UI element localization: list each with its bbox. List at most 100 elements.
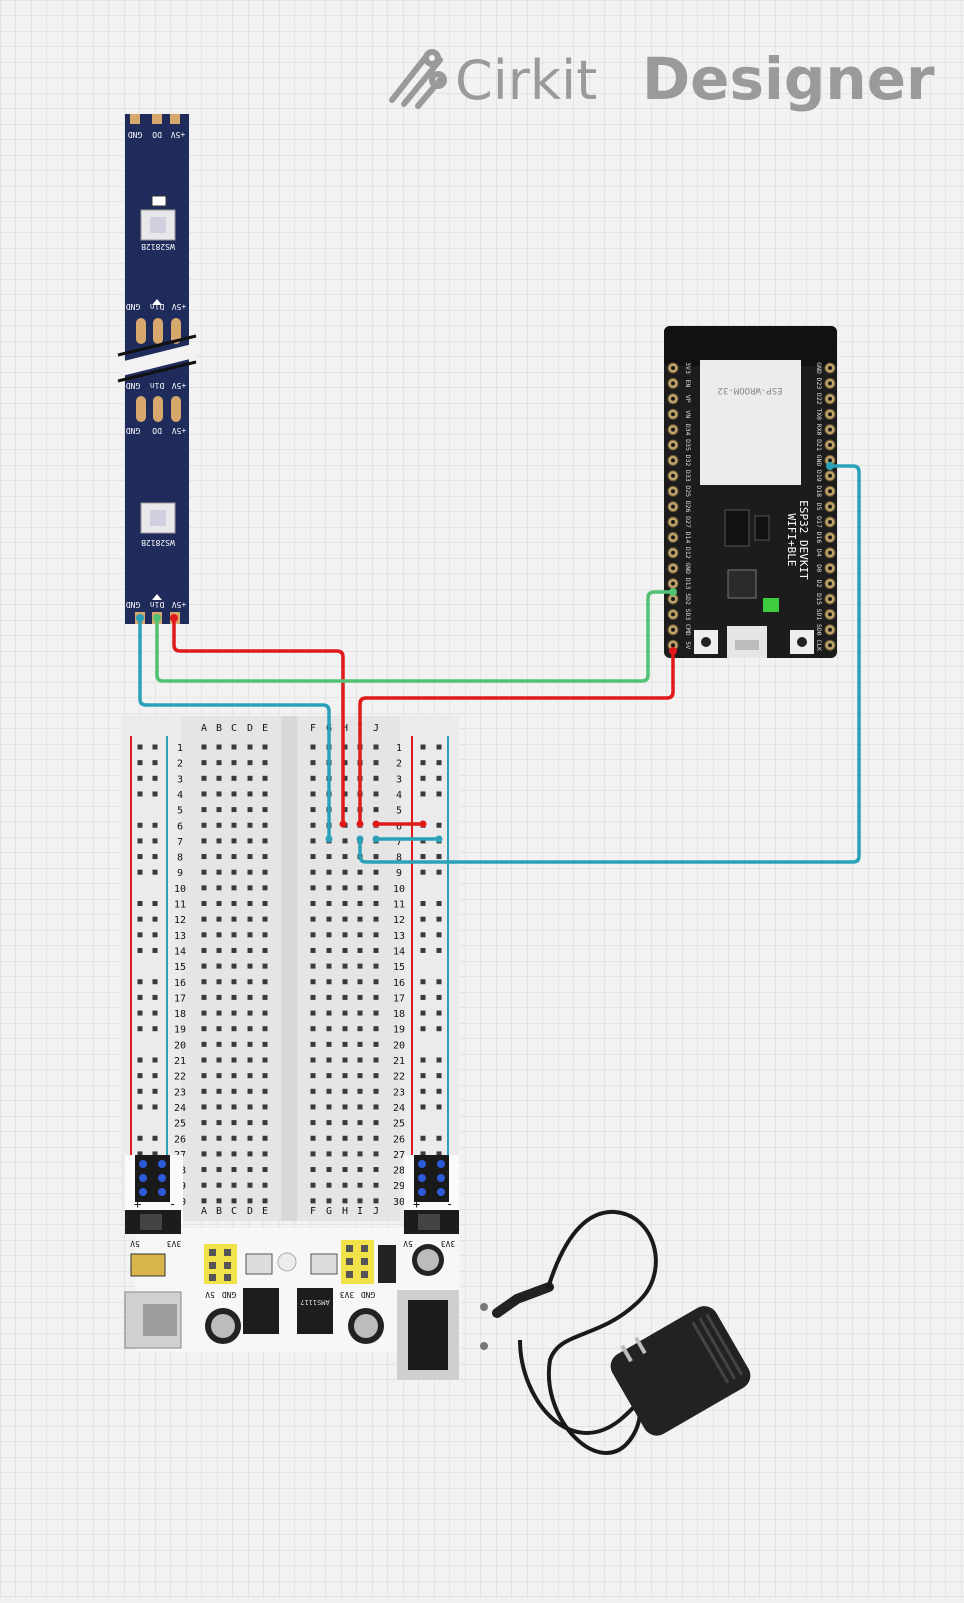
breadboard-hole[interactable]: [216, 1120, 222, 1126]
breadboard-hole[interactable]: [247, 1088, 253, 1094]
breadboard-hole[interactable]: [216, 885, 222, 891]
rail-hole[interactable]: [137, 979, 143, 985]
breadboard-hole[interactable]: [357, 1167, 363, 1173]
breadboard-hole[interactable]: [262, 854, 268, 860]
breadboard-hole[interactable]: [342, 744, 348, 750]
breadboard-hole[interactable]: [342, 1010, 348, 1016]
breadboard-hole[interactable]: [201, 760, 207, 766]
wire-strip-din-to-esp32[interactable]: [155, 590, 673, 683]
breadboard-hole[interactable]: [310, 822, 316, 828]
breadboard-hole[interactable]: [247, 1167, 253, 1173]
breadboard-hole[interactable]: [231, 807, 237, 813]
rail-hole[interactable]: [152, 1026, 158, 1032]
breadboard-hole[interactable]: [231, 885, 237, 891]
rail-hole[interactable]: [420, 1026, 426, 1032]
breadboard-hole[interactable]: [247, 854, 253, 860]
header-5v-gnd[interactable]: 5V GND: [204, 1244, 237, 1299]
breadboard-hole[interactable]: [262, 1120, 268, 1126]
jumper-block-left[interactable]: [135, 1155, 170, 1202]
breadboard-hole[interactable]: [262, 760, 268, 766]
rail-hole[interactable]: [420, 1057, 426, 1063]
esp32-devkit[interactable]: ESP-WROOM-32 ESP32 DEVKIT WIFI+BLE 3V3EN…: [664, 326, 837, 658]
breadboard-hole[interactable]: [216, 1104, 222, 1110]
breadboard-hole[interactable]: [373, 901, 379, 906]
breadboard-hole[interactable]: [262, 1088, 268, 1094]
breadboard-hole[interactable]: [231, 1057, 237, 1063]
breadboard-hole[interactable]: [373, 932, 379, 938]
breadboard-hole[interactable]: [216, 1167, 222, 1173]
breadboard-hole[interactable]: [231, 979, 237, 985]
jumper-block-right[interactable]: [414, 1155, 449, 1202]
breadboard-hole[interactable]: [231, 1198, 237, 1204]
breadboard-hole[interactable]: [310, 1182, 316, 1188]
wire-esp32-gnd-to-breadboard[interactable]: [358, 464, 861, 864]
breadboard-hole[interactable]: [201, 1182, 207, 1188]
rail-hole[interactable]: [137, 775, 143, 781]
breadboard-hole[interactable]: [247, 744, 253, 750]
rail-hole[interactable]: [436, 901, 442, 906]
breadboard-hole[interactable]: [310, 916, 316, 922]
power-adapter-icon[interactable]: [480, 1209, 755, 1455]
breadboard-hole[interactable]: [373, 1041, 379, 1047]
breadboard-hole[interactable]: [262, 947, 268, 953]
rail-hole[interactable]: [420, 994, 426, 1000]
breadboard-hole[interactable]: [262, 1104, 268, 1110]
breadboard-hole[interactable]: [262, 1135, 268, 1141]
breadboard-hole[interactable]: [357, 947, 363, 953]
breadboard-hole[interactable]: [262, 1151, 268, 1157]
breadboard-hole[interactable]: [310, 1120, 316, 1126]
rail-hole[interactable]: [420, 947, 426, 953]
breadboard-hole[interactable]: [247, 775, 253, 781]
breadboard-hole[interactable]: [216, 947, 222, 953]
rail-hole[interactable]: [137, 760, 143, 766]
breadboard-hole[interactable]: [216, 1057, 222, 1063]
rail-hole[interactable]: [436, 744, 442, 750]
breadboard-hole[interactable]: [231, 1182, 237, 1188]
breadboard-hole[interactable]: [216, 744, 222, 750]
rail-hole[interactable]: [152, 1073, 158, 1079]
rail-hole[interactable]: [436, 1026, 442, 1032]
breadboard-hole[interactable]: [342, 1073, 348, 1079]
breadboard-hole[interactable]: [231, 791, 237, 797]
rail-hole[interactable]: [436, 1010, 442, 1016]
breadboard-hole[interactable]: [201, 744, 207, 750]
breadboard-hole[interactable]: [201, 1151, 207, 1157]
breadboard-hole[interactable]: [357, 1010, 363, 1016]
rail-hole[interactable]: [152, 775, 158, 781]
breadboard-hole[interactable]: [373, 994, 379, 1000]
breadboard-hole[interactable]: [373, 1010, 379, 1016]
breadboard-hole[interactable]: [342, 994, 348, 1000]
breadboard-hole[interactable]: [247, 994, 253, 1000]
breadboard-hole[interactable]: [247, 1151, 253, 1157]
usb-connector[interactable]: [124, 1291, 182, 1349]
breadboard-hole[interactable]: [201, 807, 207, 813]
breadboard-hole[interactable]: [357, 1182, 363, 1188]
breadboard-hole[interactable]: [326, 885, 332, 891]
breadboard-hole[interactable]: [373, 1026, 379, 1032]
breadboard-hole[interactable]: [201, 791, 207, 797]
breadboard-hole[interactable]: [326, 1057, 332, 1063]
breadboard-hole[interactable]: [310, 869, 316, 875]
breadboard-hole[interactable]: [326, 916, 332, 922]
breadboard-hole[interactable]: [373, 1073, 379, 1079]
breadboard-hole[interactable]: [247, 1182, 253, 1188]
rail-hole[interactable]: [436, 760, 442, 766]
breadboard-hole[interactable]: [201, 1167, 207, 1173]
breadboard-hole[interactable]: [357, 1057, 363, 1063]
breadboard-hole[interactable]: [247, 1073, 253, 1079]
rail-hole[interactable]: [152, 1104, 158, 1110]
breadboard-hole[interactable]: [342, 885, 348, 891]
rail-hole[interactable]: [420, 1088, 426, 1094]
rail-hole[interactable]: [137, 791, 143, 797]
rail-hole[interactable]: [436, 1151, 442, 1157]
breadboard-hole[interactable]: [216, 775, 222, 781]
rail-hole[interactable]: [137, 1073, 143, 1079]
rail-hole[interactable]: [436, 947, 442, 953]
rail-hole[interactable]: [436, 1057, 442, 1063]
breadboard-hole[interactable]: [357, 1041, 363, 1047]
breadboard-hole[interactable]: [247, 885, 253, 891]
breadboard-hole[interactable]: [342, 1026, 348, 1032]
breadboard-hole[interactable]: [216, 979, 222, 985]
breadboard-hole[interactable]: [231, 1151, 237, 1157]
breadboard-hole[interactable]: [310, 854, 316, 860]
